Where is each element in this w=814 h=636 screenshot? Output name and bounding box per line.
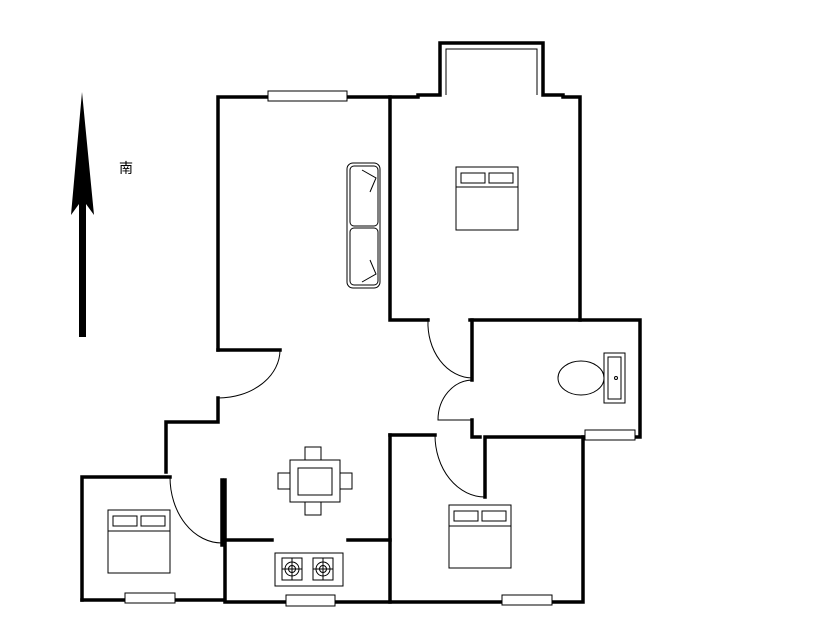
bed-icon (107, 509, 171, 574)
sofa-icon (346, 162, 381, 289)
dining-table-icon (277, 446, 353, 516)
toilet-icon (557, 352, 626, 404)
door-swing (437, 379, 473, 421)
balcony (416, 41, 565, 97)
bed-icon (448, 504, 512, 569)
door-swing (217, 349, 281, 399)
door-swing (427, 319, 473, 379)
window (267, 90, 348, 102)
window (584, 429, 636, 441)
door-swing (169, 476, 223, 544)
window (124, 592, 176, 604)
direction-arrow-icon (71, 92, 94, 337)
window (501, 594, 553, 606)
direction-label: 南 (119, 161, 133, 177)
door-swing (434, 434, 486, 498)
doors (169, 318, 486, 544)
walls (80, 95, 642, 604)
stove-icon (274, 552, 344, 587)
window (285, 594, 336, 607)
windows (124, 90, 636, 607)
bed-icon (455, 166, 519, 231)
